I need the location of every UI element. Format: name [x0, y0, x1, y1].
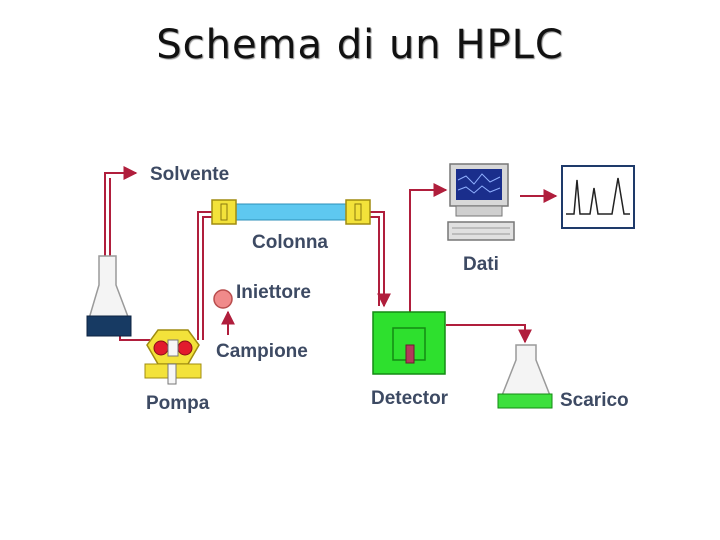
line-column-detector [368, 211, 391, 308]
computer-icon [447, 163, 515, 241]
label-iniettore: Iniettore [236, 282, 311, 303]
pump-icon [144, 329, 202, 385]
line-detector-waste [446, 324, 532, 344]
line-pump-column [197, 211, 214, 340]
chromatogram-icon [561, 165, 635, 229]
label-detector: Detector [371, 388, 449, 409]
label-solvente: Solvente [150, 164, 230, 185]
label-campione: Campione [216, 341, 308, 362]
label-colonna: Colonna [252, 232, 328, 253]
line-detector-data [409, 183, 448, 312]
label-dati: Dati [463, 254, 499, 275]
injector-icon [213, 289, 233, 309]
label-scarico: Scarico [560, 390, 629, 411]
column-icon [211, 199, 371, 225]
detector-icon [372, 311, 446, 375]
label-pompa: Pompa [146, 393, 210, 414]
page-title: Schema di un HPLC [156, 22, 564, 68]
solvent-flask-icon [86, 255, 132, 337]
waste-flask-icon [497, 344, 553, 409]
